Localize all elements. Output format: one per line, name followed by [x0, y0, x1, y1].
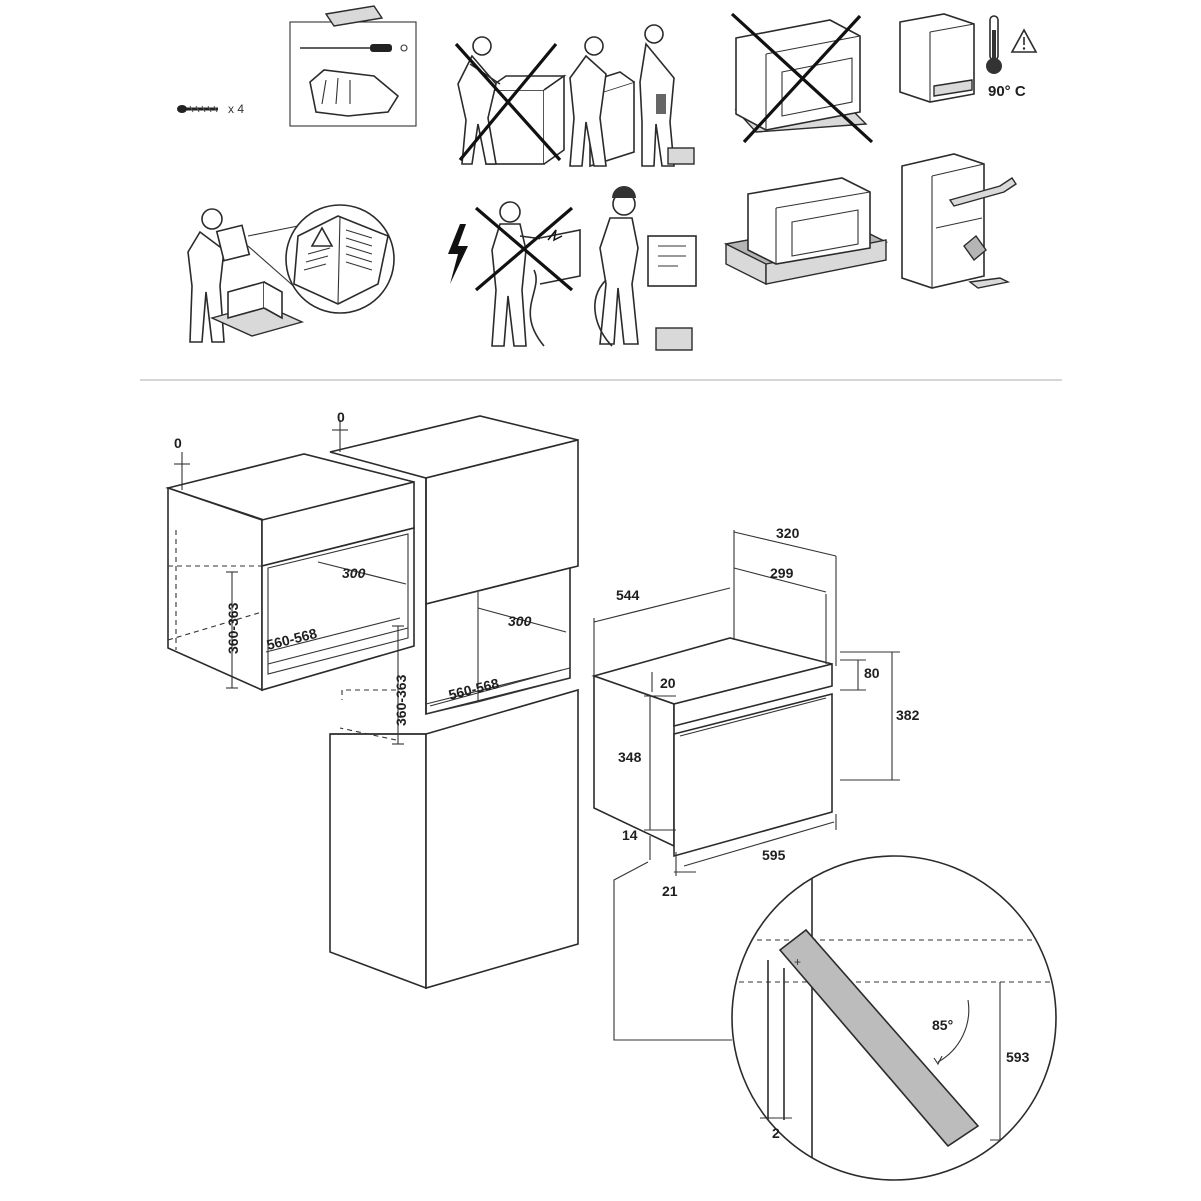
single-person-lift-icon: [454, 36, 567, 165]
depth-lower-label: 300: [508, 613, 532, 629]
oven-on-protected-surface-icon: [723, 177, 889, 286]
panel-height-label: 80: [864, 665, 880, 681]
cabinet-heat-icon: [899, 13, 975, 103]
read-manual-icon: [187, 204, 395, 343]
two-person-lift-icon: [569, 24, 695, 168]
depth-upper-label: 300: [342, 565, 366, 581]
gap-left-label: 0: [174, 435, 182, 451]
tools-icon: [289, 5, 417, 127]
electrician-icon: [594, 186, 697, 351]
tall-cabinet: [329, 415, 579, 990]
detail-height-label: 593: [1006, 1049, 1030, 1065]
height-upper-label: 360-363: [225, 602, 241, 654]
lightning-icon: [448, 224, 468, 284]
detail-connector: [613, 861, 732, 1041]
thermometer-icon: [986, 15, 1002, 74]
screw-icon: [177, 105, 218, 113]
appliance-dimensions: 320 299 544 80 382 20 348 14 595: [593, 525, 920, 899]
screw-count: x 4: [228, 102, 244, 116]
no-diy-electrical-icon: [474, 201, 581, 347]
gap-right-label: 0: [337, 409, 345, 425]
front-thickness-label: 21: [662, 883, 678, 899]
oven-no-floor-icon: [730, 12, 874, 144]
detail-magnifier: + 85° 593 2: [731, 855, 1057, 1181]
clean-cabinet-icon: [901, 153, 1017, 289]
body-depth-label: 544: [616, 587, 640, 603]
width-label: 595: [762, 847, 786, 863]
angle-label: 85°: [932, 1017, 953, 1033]
pivot-mark: +: [794, 955, 801, 969]
warning-icon: [1010, 28, 1038, 53]
appliance-body: [591, 637, 833, 858]
body-height-label: 348: [618, 749, 642, 765]
temperature-label: 90° C: [988, 83, 1026, 100]
total-depth-label: 320: [776, 525, 800, 541]
top-offset-label: 20: [660, 675, 676, 691]
height-lower-label: 360-363: [393, 674, 409, 726]
inner-depth-label: 299: [770, 565, 794, 581]
wall-cabinet: [165, 453, 415, 692]
gap-label: 2: [772, 1125, 780, 1141]
bottom-offset-label: 14: [622, 827, 638, 843]
total-height-label: 382: [896, 707, 920, 723]
